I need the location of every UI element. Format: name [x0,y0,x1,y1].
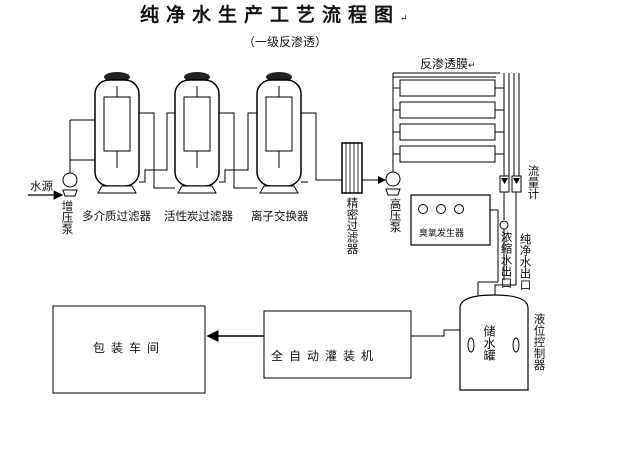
precision-filter [341,142,363,194]
ro-membrane-bank [393,72,520,176]
vessel-ion-exchanger [256,72,302,194]
pipe-3-precision [301,112,342,183]
label-flow-meter: 流量计 [526,165,541,200]
label-precision-filter: 精密过滤器 [345,197,360,255]
pipe-2-3 [219,112,257,189]
label-level-controller: 液位控制器 [532,313,547,371]
pure-water-line [494,192,517,300]
booster-pump [62,119,95,197]
filling-machine-box [263,310,412,379]
label-storage-tank: 储水罐 [482,325,496,361]
label-ozone-generator: 臭氧发生器 [419,229,465,239]
label-water-source: 水源 [30,179,53,193]
storage-tank-shape [459,294,529,391]
page-title: 纯净水生产工艺流程图↵ [140,4,408,26]
label-ion-exchanger: 离子交换器 [251,209,309,223]
label-booster-pump: 增压泵 [60,200,75,235]
membrane-return-mark: ↵ [468,61,476,71]
pipe-tank-filling [410,329,460,337]
concentrate-outlet-line [499,192,509,280]
label-high-pressure-pump: 高压泵 [388,198,403,233]
high-pressure-pump [385,73,401,196]
page-subtitle: （一级反渗透） [243,35,328,49]
vessel-activated-carbon [174,72,220,194]
label-activated-carbon-filter: 活性炭过滤器 [164,209,233,223]
label-multi-media-filter: 多介质过滤器 [82,209,151,223]
label-packaging-workshop: 包装车间 [93,341,166,355]
flow-meters [499,175,522,193]
pipe-1-2 [139,112,175,189]
membrane-label: 反渗透膜↵ [420,57,476,71]
packaging-workshop-box [52,305,206,394]
title-return-mark: ↵ [400,14,408,24]
label-concentrate-outlet: 浓缩水出口 [499,231,514,289]
vessel-multi-media [94,72,140,194]
ozone-generator [410,194,499,300]
label-filling-machine: 全自动灌装机 [271,349,380,363]
label-pure-water-outlet: 纯净水出口 [518,233,533,291]
